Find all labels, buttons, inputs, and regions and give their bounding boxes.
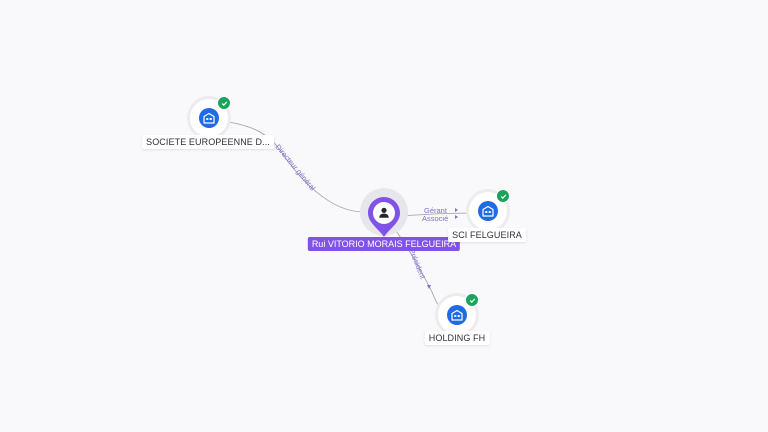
- building-icon: [482, 205, 494, 217]
- edge-label-associe: Associé: [422, 214, 448, 223]
- arrow-head-gerant: [455, 208, 458, 212]
- edge-directeur-general: [227, 121, 365, 213]
- company-node-holding-fh[interactable]: [438, 293, 479, 334]
- verified-check-icon: [465, 293, 479, 307]
- company-label-societe-europeenne[interactable]: SOCIETE EUROPEENNE D...: [142, 135, 274, 149]
- edge-label-gerant: Gérant: [424, 206, 448, 215]
- edge-label-president: Président: [407, 247, 428, 281]
- company-node-societe-europeenne[interactable]: [190, 96, 231, 137]
- verified-check-icon: [217, 96, 231, 110]
- edge-label-directeur-general: Directeur général: [273, 143, 317, 193]
- person-icon: [379, 207, 389, 218]
- verified-check-icon: [496, 189, 510, 203]
- building-icon: [203, 112, 215, 124]
- building-icon: [451, 309, 463, 321]
- edge-gerant-associe: [399, 212, 473, 217]
- company-label-sci-felgueira[interactable]: SCI FELGUEIRA: [448, 228, 526, 242]
- person-name-label[interactable]: Rui VITORIO MORAIS FELGUEIRA: [307, 237, 461, 251]
- company-label-holding-fh[interactable]: HOLDING FH: [424, 331, 490, 345]
- company-node-sci-felgueira[interactable]: [469, 189, 510, 230]
- arrow-head-associe: [455, 215, 458, 219]
- arrow-head-president: [427, 285, 431, 289]
- person-node[interactable]: [367, 196, 401, 238]
